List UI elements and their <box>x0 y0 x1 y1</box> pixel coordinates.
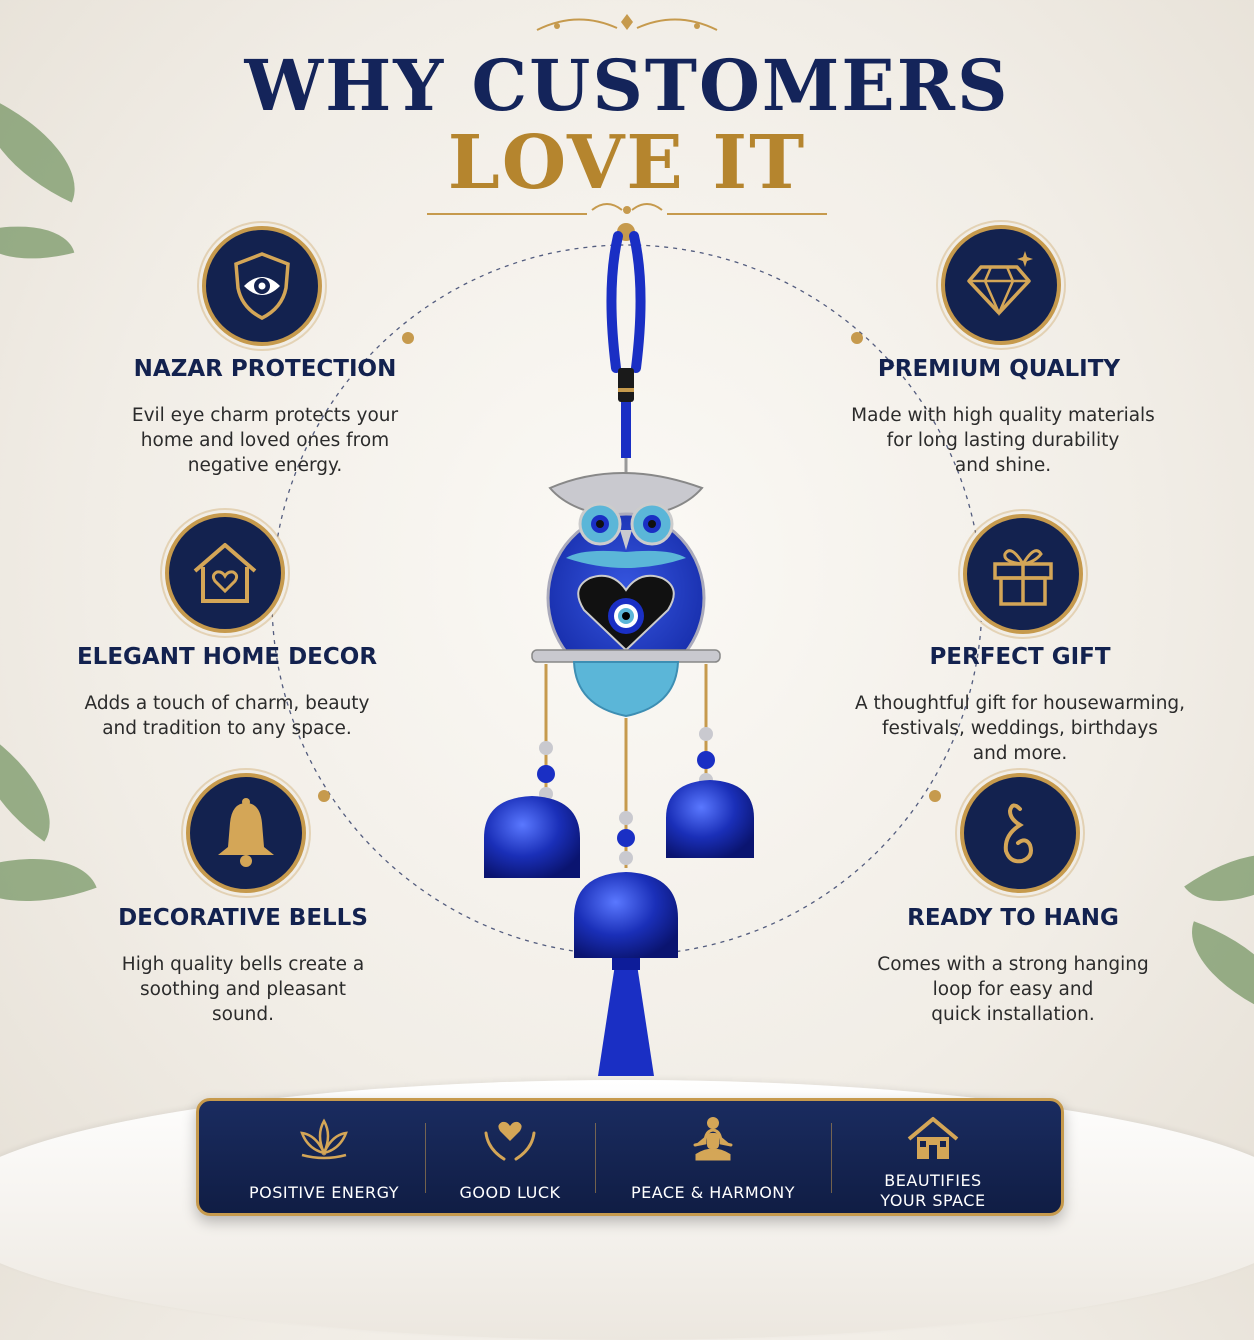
home-icon <box>907 1117 959 1159</box>
meditation-icon <box>693 1117 733 1161</box>
title-divider <box>427 203 827 215</box>
benefits-bar: POSITIVE ENERGY GOOD LUCK PEACE & HARMON… <box>196 1098 1064 1216</box>
bell-icon <box>218 798 274 867</box>
feature-heading: PERFECT GIFT <box>929 644 1111 670</box>
feature-heading: PREMIUM QUALITY <box>877 356 1121 382</box>
feature-medal-quality <box>941 225 1061 345</box>
feature-medal-gift <box>963 514 1083 634</box>
owl-wind-chime-image <box>484 223 754 1076</box>
feature-heading: ELEGANT HOME DECOR <box>76 644 378 670</box>
benefit-positive-energy: POSITIVE ENERGY <box>209 1115 439 1203</box>
title-line-1: WHY CUSTOMERS <box>244 44 1010 127</box>
lotus-icon <box>300 1118 348 1160</box>
bar-divider <box>425 1123 426 1193</box>
benefit-peace-harmony: PEACE & HARMONY <box>597 1115 829 1203</box>
bar-divider <box>595 1123 596 1193</box>
benefit-label: POSITIVE ENERGY <box>249 1183 399 1202</box>
feature-medal-bells <box>186 773 306 893</box>
benefit-label: PEACE & HARMONY <box>630 1183 796 1202</box>
benefit-good-luck: GOOD LUCK <box>427 1115 593 1203</box>
feature-medal-nazar <box>202 226 322 346</box>
top-ornament <box>536 14 718 31</box>
feature-medal-hang <box>960 773 1080 893</box>
feature-heading: READY TO HANG <box>907 905 1119 931</box>
benefit-label: GOOD LUCK <box>459 1183 561 1202</box>
hook-icon <box>1003 803 1033 864</box>
hands-heart-icon <box>484 1121 536 1161</box>
title-line-2: LOVE IT <box>447 120 807 206</box>
feature-heading: NAZAR PROTECTION <box>133 356 397 382</box>
feature-medal-decor <box>165 513 285 633</box>
house-heart-icon <box>193 543 257 603</box>
bar-divider <box>831 1123 832 1193</box>
gift-icon <box>993 549 1053 606</box>
feature-heading: DECORATIVE BELLS <box>118 905 368 931</box>
diamond-icon <box>967 251 1033 317</box>
shield-eye-icon <box>234 252 290 320</box>
feature-description: A thoughtful gift for housewarming,festi… <box>854 693 1186 764</box>
